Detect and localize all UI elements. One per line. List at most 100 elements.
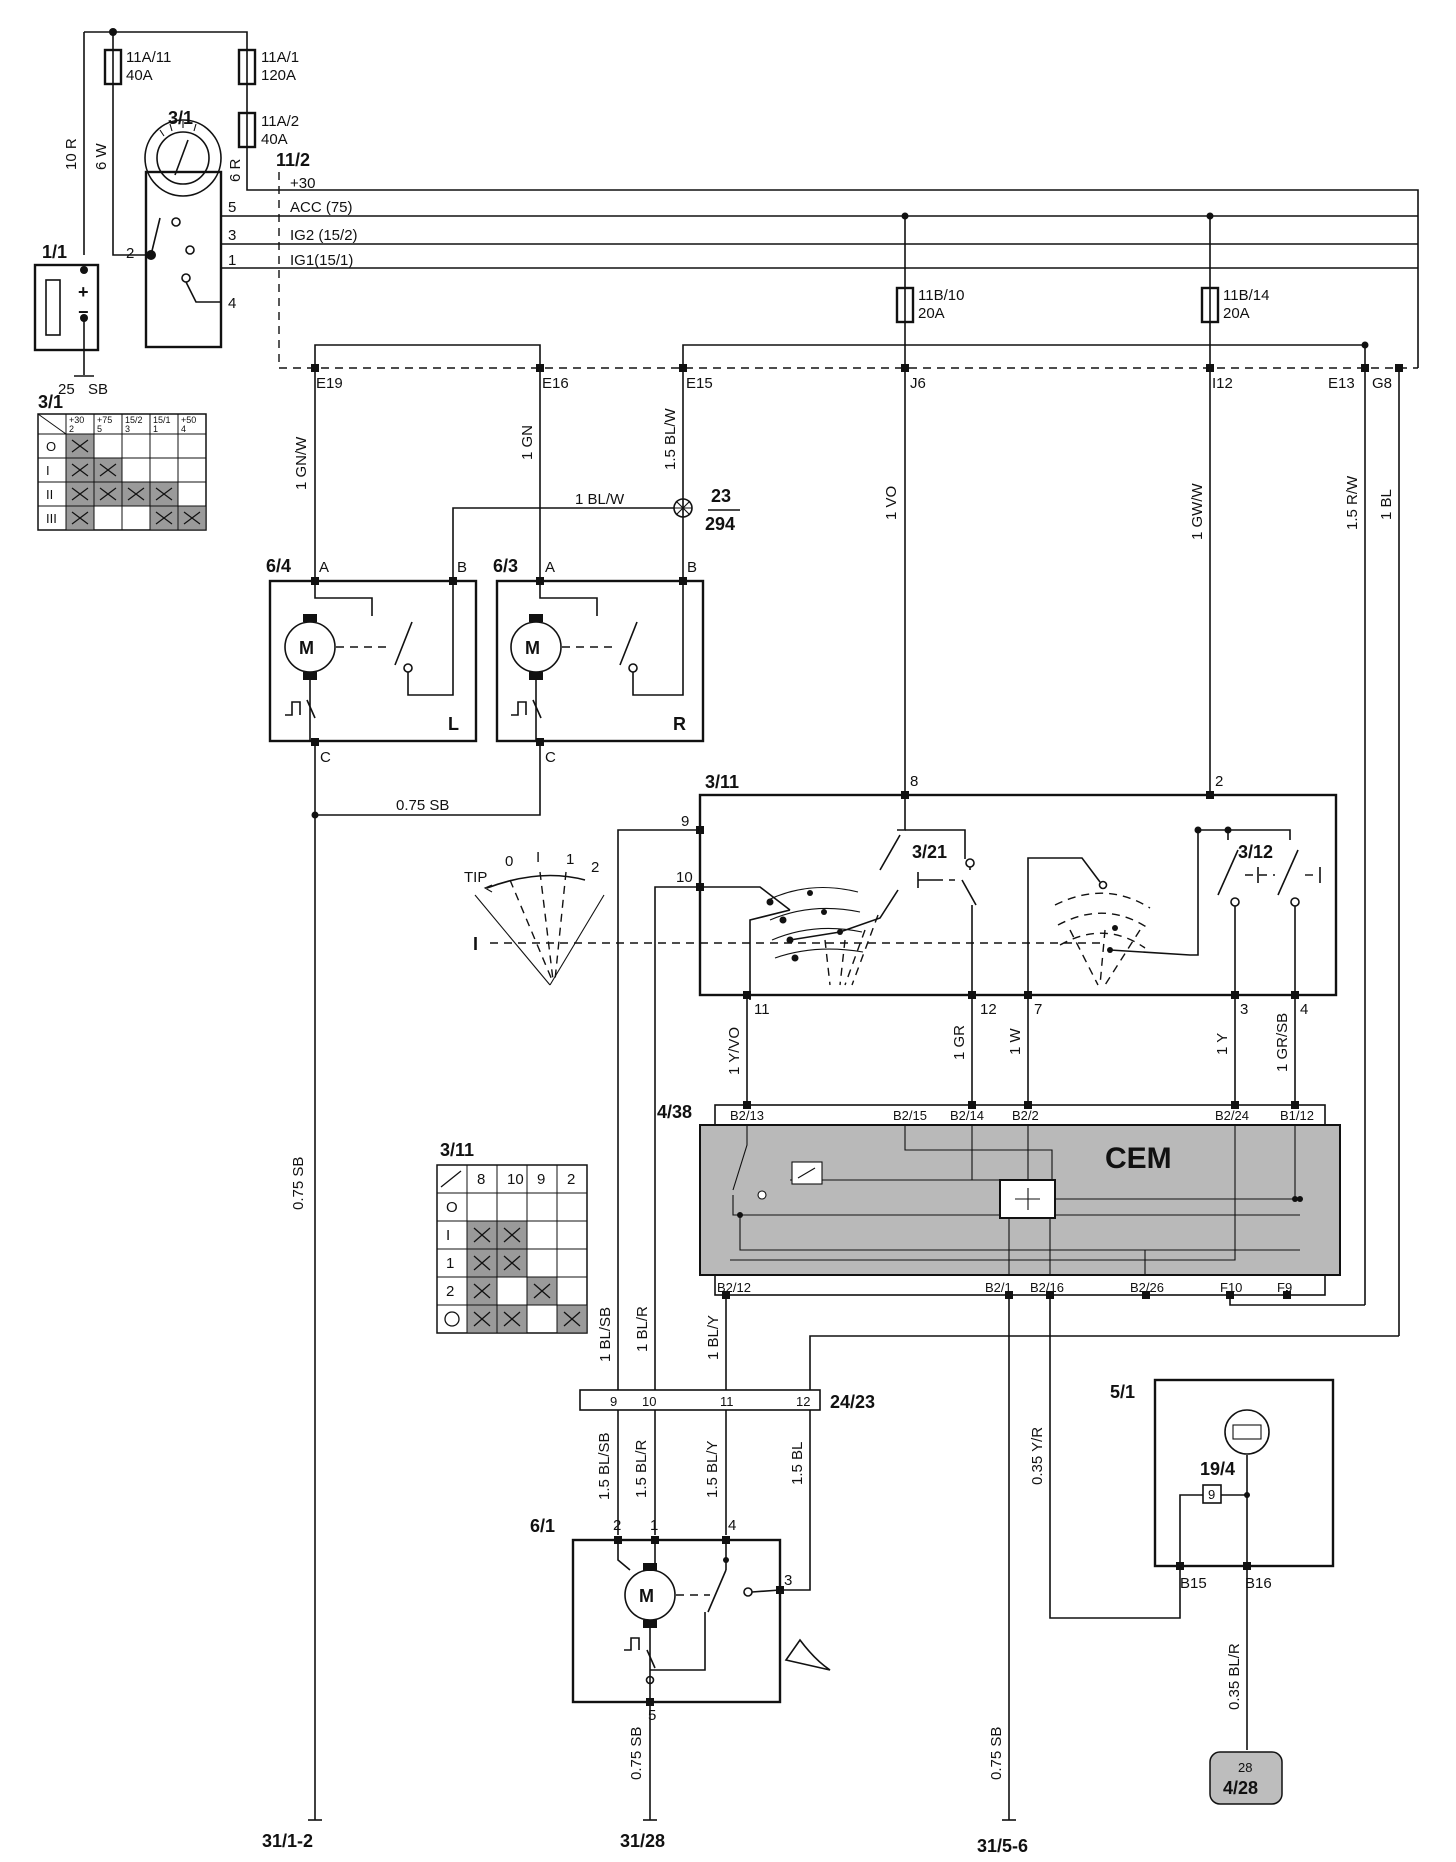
stalk-pin-3: 3 [1240, 1001, 1248, 1018]
instrument-label: 5/1 [1110, 1382, 1135, 1402]
stalk-table-row: I [446, 1227, 450, 1244]
wire-bly15-label: 1.5 BL/Y [704, 1440, 721, 1498]
motor-right-pin-c: C [545, 749, 556, 766]
ground-ref-top: 23 [711, 486, 731, 506]
motor-right-tag: R [673, 714, 686, 734]
stalk-table-title: 3/11 [440, 1140, 474, 1160]
stalk-switch-box [698, 793, 1338, 997]
wire-blw-label: 1 BL/W [575, 491, 625, 508]
stalk-off-mark: I [473, 934, 478, 954]
grounds: 31/1-2 31/28 31/5-6 [262, 1819, 1028, 1856]
stalk-pin-7: 7 [1034, 1001, 1042, 1018]
ignition-table-row: O [46, 439, 56, 454]
wire-sb075-cem-label: 0.75 SB [988, 1727, 1005, 1780]
ignition-switch-box [144, 170, 223, 349]
motor-left-pin-c: C [320, 749, 331, 766]
cem-pin-b215: B2/15 [893, 1108, 927, 1123]
rear-motor-symbol: M [639, 1586, 654, 1606]
power-supply-section: 11A/11 40A 11A/1 120A 11A/2 40A 10 R 6 W… [33, 28, 1419, 398]
connector-e15: E15 [686, 375, 713, 392]
rear-pin-3: 3 [784, 1572, 792, 1589]
cem-module: 4/38 CEM B2/13 B2/15 B2/14 B2/2 B2/24 B1… [657, 1101, 1365, 1306]
motor-left-pin-a: A [319, 559, 329, 576]
connector-e13: E13 [1328, 375, 1355, 392]
rear-wiper-section: 1 BL/Y 1 BL/SB 1 BL/R 24/23 9 10 11 12 1… [530, 1299, 1399, 1820]
cem-id-label: 4/38 [657, 1102, 692, 1122]
wire-grsb-label: 1 GR/SB [1274, 1013, 1291, 1072]
wire-gn-label: 1 GN [519, 425, 536, 460]
battery-cell [45, 279, 61, 336]
wire-gww-label: 1 GW/W [1189, 482, 1206, 540]
stalk-pin-8: 8 [910, 773, 918, 790]
wire-bly-label: 1 BL/Y [705, 1315, 722, 1360]
ignition-table-header: +30 [69, 415, 84, 425]
c2423-pin-10: 10 [642, 1394, 656, 1409]
stalk-pin-9: 9 [681, 813, 689, 830]
wire-gnw-label: 1 GN/W [293, 436, 310, 490]
wire-y-label: 1 Y [1214, 1033, 1231, 1055]
wire-blr15-label: 1.5 BL/R [633, 1439, 650, 1498]
wire-blw15-label: 1.5 BL/W [662, 407, 679, 470]
fuse-11b14-rating: 20A [1223, 305, 1250, 322]
rail-30-label: +30 [290, 175, 315, 192]
instrument-pin-b16: B16 [1245, 1575, 1272, 1592]
rail-acc-label: ACC (75) [290, 199, 353, 216]
rear-motor-box [571, 1538, 782, 1704]
stalk-switch-label: 3/11 [705, 772, 739, 792]
ref-428-bottom: 4/28 [1223, 1778, 1258, 1798]
ignition-table-header: +75 [97, 415, 112, 425]
key-barrel [144, 119, 222, 197]
rear-pin-2: 2 [613, 1517, 621, 1534]
stalk-table-row: 2 [446, 1283, 454, 1300]
ground-ref-bottom: 294 [705, 514, 735, 534]
supply-rails: 11/2 +30 ACC (75) 5 IG2 (15/2) 3 IG1(15/… [221, 150, 1418, 369]
ignition-table-header: 3 [125, 424, 130, 434]
module-connectors: E19 E16 E15 J6 I12 E13 G8 [311, 364, 1403, 392]
svg-text:+: + [78, 282, 89, 302]
wire-blsb15-label: 1.5 BL/SB [596, 1432, 613, 1500]
instrument-sub-label: 19/4 [1200, 1459, 1235, 1479]
stalk-switch: 3/11 1 VO 8 1 GW/W 2 1.5 R/W 1 BL 9 10 [464, 372, 1400, 1390]
wire-blr-label: 1 BL/R [634, 1306, 651, 1352]
motor-left-label: 6/4 [266, 556, 291, 576]
stalk-table-header: 9 [537, 1171, 545, 1188]
battery-box [33, 263, 100, 352]
fuse-11a2-rating: 40A [261, 131, 288, 148]
fuse-11a11-rating: 40A [126, 67, 153, 84]
instrument-pin-b15: B15 [1180, 1575, 1207, 1592]
front-wiper-motors: 1 GN/W 1 GN 1.5 BL/W 1 BL/W 23 294 6/4 A… [266, 372, 740, 1820]
rear-motor-label: 6/1 [530, 1516, 555, 1536]
motor-right-symbol: M [525, 638, 540, 658]
cem-pin-b22: B2/2 [1012, 1108, 1039, 1123]
fuse-11a1-label: 11A/1 [261, 49, 299, 66]
ground-31-28: 31/28 [620, 1831, 665, 1851]
ignition-table-header: +50 [181, 415, 196, 425]
cem-pin-b224: B2/24 [1215, 1108, 1249, 1123]
rail-pin1: 1 [228, 252, 236, 269]
rail-ig2-label: IG2 (15/2) [290, 227, 358, 244]
fuse-11b14-label: 11B/14 [1223, 287, 1269, 304]
cem-pin-f10: F10 [1220, 1280, 1242, 1295]
instrument-display-icon [1224, 1409, 1270, 1455]
cem-pin-b226: B2/26 [1130, 1280, 1164, 1295]
stalk-pin-4: 4 [1300, 1001, 1308, 1018]
wire-bl-label: 1 BL [1378, 489, 1395, 520]
connector-g8: G8 [1372, 375, 1392, 392]
motor-right-pin-a: A [545, 559, 555, 576]
tip-label: TIP [464, 869, 487, 886]
switch-312-label: 3/12 [1238, 842, 1273, 862]
wire-rw15-label: 1.5 R/W [1344, 475, 1361, 530]
ignition-table-header: 15/1 [153, 415, 171, 425]
stalk-pos-2: 2 [591, 859, 599, 876]
ref-428-top: 28 [1238, 1760, 1252, 1775]
ignition-table-header: 4 [181, 424, 186, 434]
wire-blr035-label: 0.35 BL/R [1226, 1643, 1243, 1710]
connector-e19: E19 [316, 375, 343, 392]
stalk-pos-0: 0 [505, 853, 513, 870]
rail-pin3: 3 [228, 227, 236, 244]
cem-name: CEM [1105, 1142, 1172, 1175]
wire-10r-label: 10 R [63, 138, 80, 170]
stalk-pos-1: 1 [566, 851, 574, 868]
wire-sb075-c-label: 0.75 SB [396, 797, 449, 814]
